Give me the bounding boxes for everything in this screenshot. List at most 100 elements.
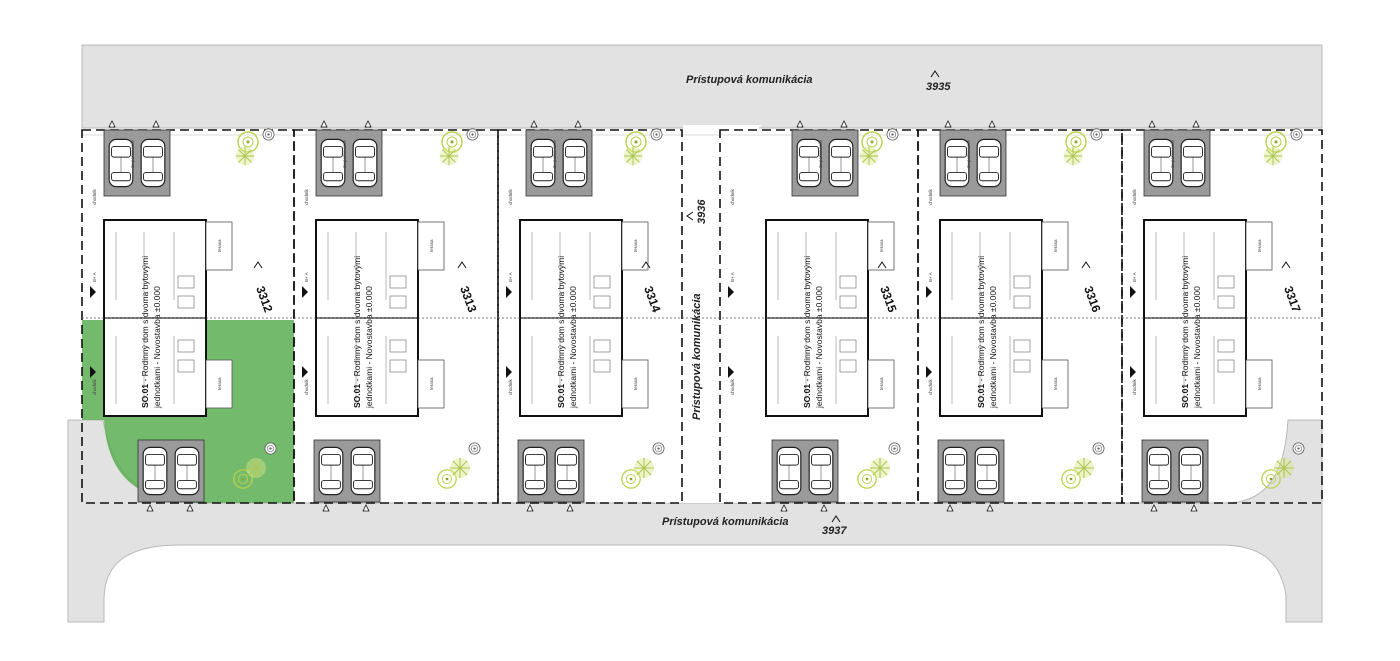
house-description-line2: jednotkami - Novostavba ±0.000 [568, 286, 578, 409]
house-line1: - Rodinný dom s dvoma bytovými [802, 256, 812, 384]
entrance-label: B+ A [730, 272, 735, 282]
access-marker-icon [362, 504, 370, 512]
parcel-number: 3315 [877, 284, 899, 314]
terrace-label: terasa [633, 239, 638, 252]
shrub-icon [264, 442, 277, 455]
bottom-parcel-label: 3937 [822, 525, 847, 537]
terrace-label: terasa [879, 239, 884, 252]
terrace-label: terasa [217, 239, 222, 252]
furniture [839, 339, 857, 353]
bush-icon [1273, 457, 1295, 479]
access-marker-icon [108, 120, 116, 128]
house-code: SO.01 [802, 384, 812, 408]
access-marker-icon [320, 120, 328, 128]
house-line1: - Rodinný dom s dvoma bytovými [352, 256, 362, 384]
path-label: chodník [508, 378, 513, 395]
terrace-bottom [621, 359, 649, 409]
furniture [389, 359, 407, 373]
car-icon [350, 446, 376, 496]
middle-road-label: Prístupová komunikácia [691, 293, 703, 420]
furniture [1013, 359, 1031, 373]
bush-icon [245, 457, 267, 479]
house-description-line2: jednotkami - Novostavba ±0.000 [364, 286, 374, 409]
terrace-label: terasa [1257, 377, 1262, 390]
terrace-label: terasa [1053, 239, 1058, 252]
access-marker-icon [574, 120, 582, 128]
bush-icon [1073, 457, 1095, 479]
parcel-marker-icon [1081, 261, 1091, 269]
shrub-icon [262, 128, 275, 141]
shrub-icon [466, 128, 479, 141]
house-code: SO.01 [140, 384, 150, 408]
terrace-top [867, 221, 895, 271]
entrance-arrow-icon [728, 366, 734, 378]
entrance-arrow-icon [506, 286, 512, 298]
middle-road [655, 125, 762, 503]
house-line1: - Rodinný dom s dvoma bytovými [556, 256, 566, 384]
access-marker-icon [1190, 504, 1198, 512]
car-icon [522, 446, 548, 496]
terrace-bottom [205, 359, 233, 409]
access-marker-icon [820, 504, 828, 512]
parking-label: 2x parkovanie [342, 139, 347, 168]
shrub-icon [652, 442, 665, 455]
furniture [1217, 359, 1235, 373]
path-label: chodník [1132, 378, 1137, 395]
parking-label: 2x parkovanie [966, 139, 971, 168]
access-marker-icon [986, 504, 994, 512]
furniture [1013, 275, 1031, 289]
car-icon [142, 446, 168, 496]
house-code: SO.01 [1180, 384, 1190, 408]
furniture [593, 359, 611, 373]
top-parcel-label: 3935 [926, 81, 951, 93]
furniture [389, 295, 407, 309]
car-icon [942, 446, 968, 496]
parking-label: 2x parkovanie [130, 139, 135, 168]
car-icon [776, 446, 802, 496]
terrace-bottom [867, 359, 895, 409]
entrance-arrow-icon [1130, 366, 1136, 378]
bottom-road-label: Prístupová komunikácia [662, 516, 789, 528]
parcel-number: 3312 [253, 284, 275, 314]
furniture [177, 295, 195, 309]
access-marker-icon [566, 504, 574, 512]
car-icon [1180, 138, 1206, 188]
house-description-line2: jednotkami - Novostavba ±0.000 [814, 286, 824, 409]
car-icon [562, 138, 588, 188]
path-label: chodník [730, 188, 735, 205]
furniture [1217, 295, 1235, 309]
entrance-arrow-icon [926, 366, 932, 378]
access-marker-icon [946, 504, 954, 512]
parcel-number: 3316 [1081, 284, 1103, 314]
house-description: SO.01 - Rodinný dom s dvoma bytovými [1180, 256, 1190, 408]
car-icon [554, 446, 580, 496]
furniture [177, 359, 195, 373]
terrace-label: terasa [633, 377, 638, 390]
shrub-icon [888, 442, 901, 455]
furniture [177, 275, 195, 289]
furniture [177, 339, 195, 353]
house-description: SO.01 - Rodinný dom s dvoma bytovými [802, 256, 812, 408]
entrance-label: B+ A [508, 272, 513, 282]
access-marker-icon [530, 120, 538, 128]
furniture [593, 339, 611, 353]
car-icon [318, 446, 344, 496]
access-marker-icon [1148, 120, 1156, 128]
plot-boundary [1121, 129, 1323, 504]
furniture [839, 275, 857, 289]
plot-boundary [293, 129, 499, 504]
bush-icon [859, 146, 879, 166]
terrace-bottom [1041, 359, 1069, 409]
house-line1: - Rodinný dom s dvoma bytovými [140, 256, 150, 384]
entrance-arrow-icon [90, 366, 96, 378]
terrace-label: terasa [217, 377, 222, 390]
access-marker-icon [796, 120, 804, 128]
furniture [1217, 339, 1235, 353]
terrace-label: terasa [1257, 239, 1262, 252]
entrance-label: B+ A [1132, 272, 1137, 282]
bush-icon [235, 146, 255, 166]
top-road-label: Prístupová komunikácia [686, 74, 813, 86]
parcel-marker-icon [877, 261, 887, 269]
